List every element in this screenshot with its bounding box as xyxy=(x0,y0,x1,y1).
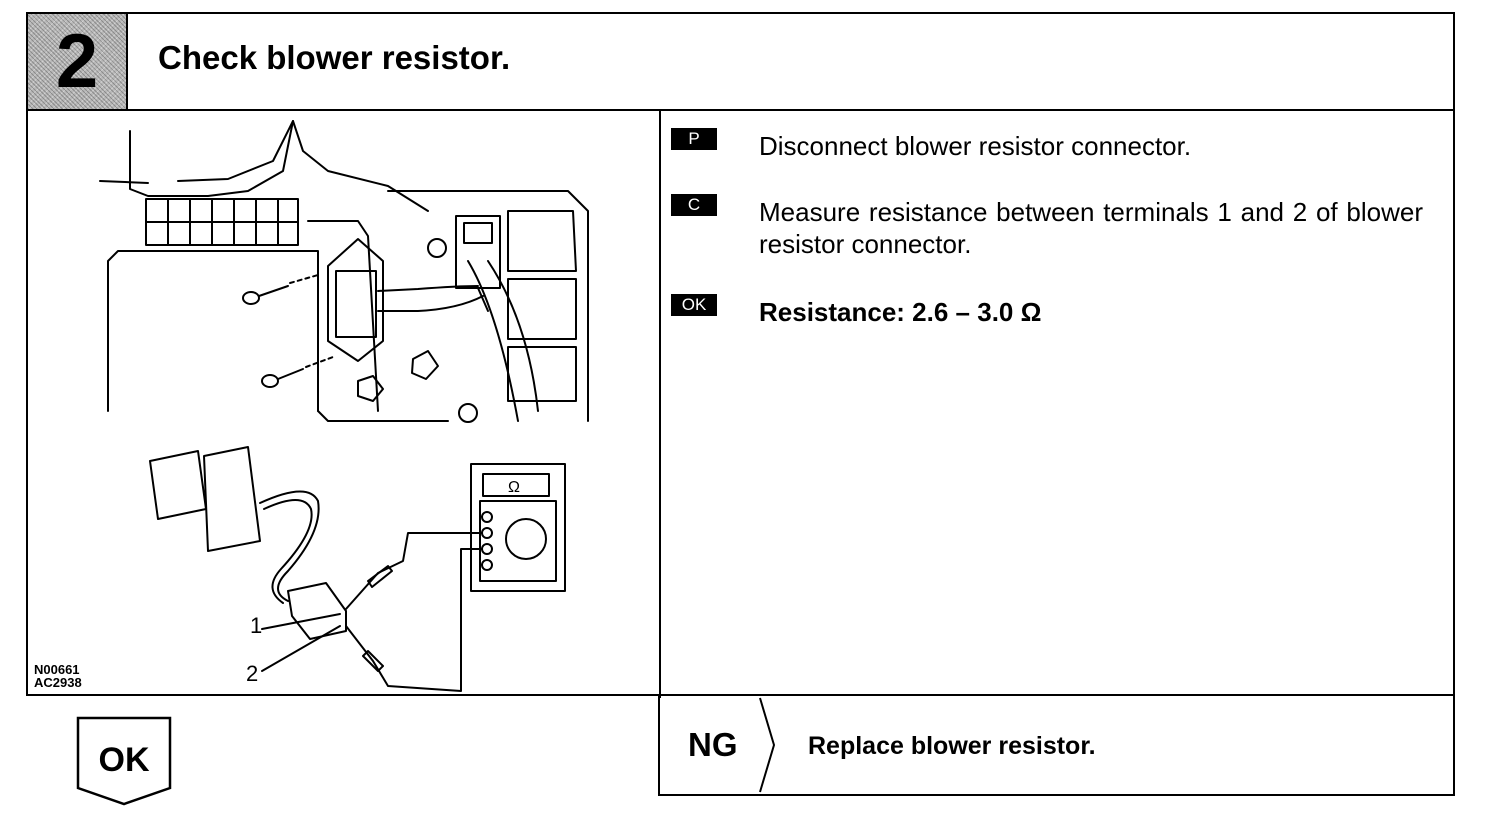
ok-spec-badge: OK xyxy=(671,294,717,316)
blower-resistor-illustration: 1 2 Ω xyxy=(99,120,589,692)
measurement-view xyxy=(149,446,566,692)
prepare-badge: P xyxy=(671,128,717,150)
illustration-panel: 1 2 Ω N00661 AC2938 xyxy=(28,111,659,696)
resistance-spec: Resistance: 2.6 – 3.0 Ω xyxy=(759,297,1042,327)
ng-result-label: NG xyxy=(688,726,738,763)
column-divider xyxy=(659,109,661,698)
figure-code-1: N00661 xyxy=(34,662,80,677)
installation-view xyxy=(99,120,589,423)
prepare-text: Disconnect blower resistor connector. xyxy=(759,131,1192,161)
ok-result-arrow xyxy=(76,716,172,806)
step-title: Check blower resistor. xyxy=(158,39,511,76)
ohmmeter-display-symbol: Ω xyxy=(508,479,520,496)
check-badge: C xyxy=(671,194,717,216)
step-number: 2 xyxy=(55,18,99,104)
ng-action-text: Replace blower resistor. xyxy=(808,732,1096,760)
step-number-box: 2 xyxy=(28,14,128,109)
ng-chevron xyxy=(759,697,776,793)
figure-code-2: AC2938 xyxy=(34,675,82,690)
terminal-1-label: 1 xyxy=(250,613,262,638)
procedure-frame: 2 Check blower resistor. xyxy=(26,12,1455,698)
terminal-2-label: 2 xyxy=(246,661,258,686)
ng-result-box: NG Replace blower resistor. xyxy=(658,696,1455,796)
check-text: Measure resistance between terminals 1 a… xyxy=(759,197,1423,259)
header-divider xyxy=(28,109,1453,111)
ok-result-label: OK xyxy=(98,741,150,779)
